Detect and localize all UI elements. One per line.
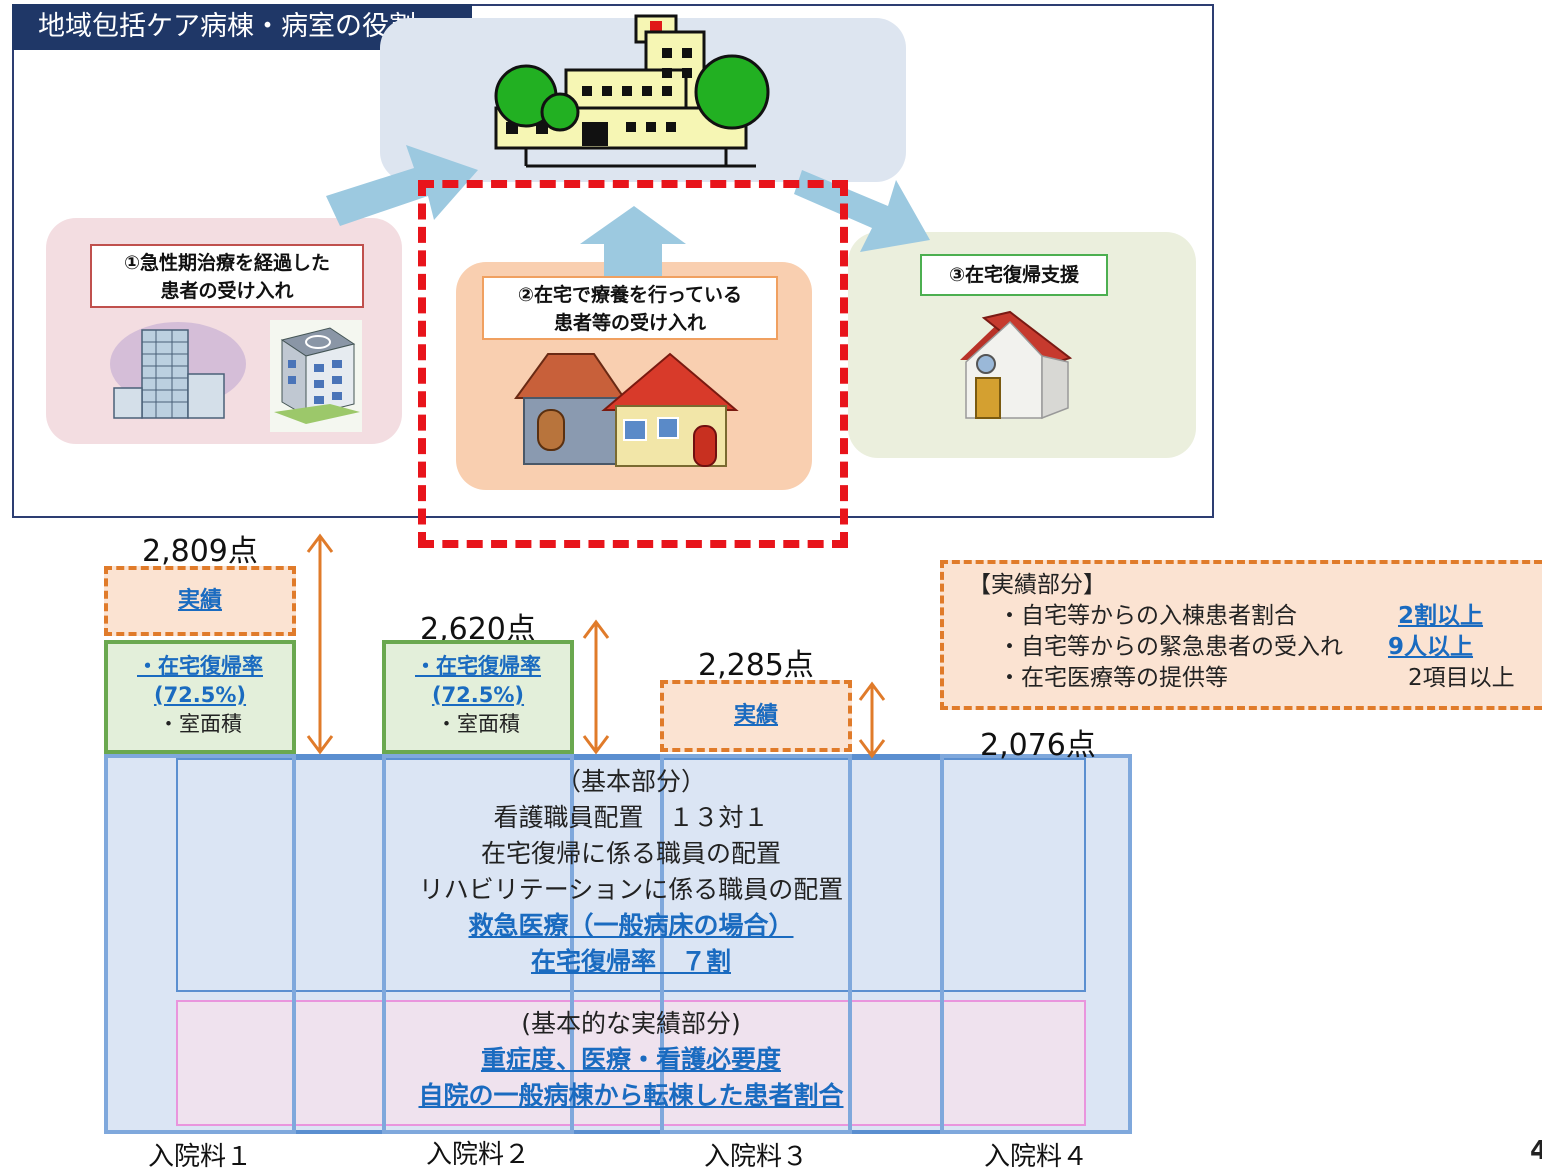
fee1-rate-link[interactable]: ・在宅復帰率	[137, 654, 263, 678]
basic-line-2: 在宅復帰に係る職員の配置	[480, 839, 781, 868]
page-number: 4	[1530, 1136, 1542, 1166]
fee1-area: ・室面積	[158, 712, 242, 736]
column-3-outline	[660, 754, 852, 1134]
basic-line-1: 看護職員配置 １３対１	[493, 803, 769, 832]
performance-box: 【実績部分】 ・自宅等からの入棟患者割合 2割以上 ・自宅等からの緊急患者の受入…	[940, 560, 1542, 710]
fee2-rate-link[interactable]: ・在宅復帰率	[415, 654, 541, 678]
fee-label-1: 入院料１	[147, 1142, 252, 1172]
performance-header: 【実績部分】	[968, 572, 1106, 598]
fee1-points: 2,809点	[142, 534, 258, 569]
range-arrows	[306, 533, 886, 759]
fee2-rate-value[interactable]: (72.5%)	[431, 683, 525, 707]
flow-arrows	[326, 145, 930, 282]
basic-perf-title: (基本的な実績部分)	[521, 1009, 741, 1038]
basic-link-emergency[interactable]: 救急医療（一般病床の場合）	[468, 911, 794, 940]
perf-item-3-label: ・在宅医療等の提供等	[998, 665, 1228, 691]
column-4-outline	[940, 754, 1132, 1134]
column-2-outline	[382, 754, 574, 1134]
role-acute-label: ①急性期治療を経過した 患者の受け入れ	[90, 244, 364, 308]
fee3-jisseki-link[interactable]: 実績	[733, 703, 778, 728]
perf-item-3-value: 2項目以上	[1408, 665, 1515, 691]
arrow-acute-to-hospital	[326, 145, 478, 226]
city-hospital-icon	[110, 322, 246, 419]
basic-perf-link-transfer[interactable]: 自院の一般病棟から転棟した患者割合	[418, 1081, 844, 1110]
basic-part-box	[176, 758, 1086, 992]
perf-item-2-value[interactable]: 9人以上	[1388, 634, 1474, 660]
arrow-hospital-to-home	[794, 170, 930, 252]
home-icon	[960, 310, 1073, 420]
helipad-hospital-icon	[270, 320, 362, 432]
fee1-jisseki-link[interactable]: 実績	[177, 588, 222, 613]
basic-perf-box	[176, 1000, 1086, 1126]
fee1-rate-value[interactable]: (72.5%)	[153, 683, 247, 707]
perf-item-2-label: ・自宅等からの緊急患者の受入れ	[998, 634, 1343, 660]
basic-line-3: リハビリテーションに係る職員の配置	[418, 875, 844, 904]
perf-item-1-label: ・自宅等からの入棟患者割合	[998, 603, 1297, 629]
role-home-care-label: ②在宅で療養を行っている 患者等の受け入れ	[482, 276, 778, 340]
hospital-building-icon	[494, 14, 770, 168]
basic-perf-text: (基本的な実績部分) 重症度、医療・看護必要度 自院の一般病棟から転棟した患者割…	[176, 1006, 1086, 1114]
fee2-green-box: ・在宅復帰率 (72.5%) ・室面積	[382, 640, 574, 754]
column-1-outline	[104, 754, 296, 1134]
fee-label-3: 入院料３	[703, 1142, 808, 1172]
highlight-frame	[418, 180, 848, 548]
basic-title: （基本部分）	[555, 767, 706, 796]
role-return-home-label: ③在宅復帰支援	[920, 254, 1108, 296]
fee3-points: 2,285点	[698, 648, 814, 683]
fee3-jisseki-box: 実績	[660, 680, 852, 752]
fee2-area: ・室面積	[436, 712, 520, 736]
fee1-jisseki-box: 実績	[104, 566, 296, 636]
role-acute-line2: 患者の受け入れ	[160, 280, 294, 302]
fee1-green-box: ・在宅復帰率 (72.5%) ・室面積	[104, 640, 296, 754]
role-home-care-line2: 患者等の受け入れ	[553, 312, 706, 334]
basic-perf-link-severity[interactable]: 重症度、医療・看護必要度	[480, 1045, 781, 1074]
role-home-care-line1: ②在宅で療養を行っている	[517, 284, 743, 306]
role-acute-line1: ①急性期治療を経過した	[123, 252, 331, 274]
roles-frame	[12, 4, 1214, 518]
fee-label-2: 入院料２	[425, 1140, 530, 1170]
fee4-points: 2,076点	[980, 728, 1096, 763]
basic-part-text: （基本部分） 看護職員配置 １３対１ 在宅復帰に係る職員の配置 リハビリテーショ…	[176, 764, 1086, 980]
perf-item-1-value[interactable]: 2割以上	[1398, 603, 1484, 629]
arrow-up-center	[580, 206, 686, 282]
basic-link-return-rate[interactable]: 在宅復帰率 ７割	[530, 947, 731, 976]
fee-label-4: 入院料４	[983, 1142, 1088, 1172]
role-return-home-text: ③在宅復帰支援	[948, 264, 1080, 286]
houses-icon	[514, 352, 739, 467]
